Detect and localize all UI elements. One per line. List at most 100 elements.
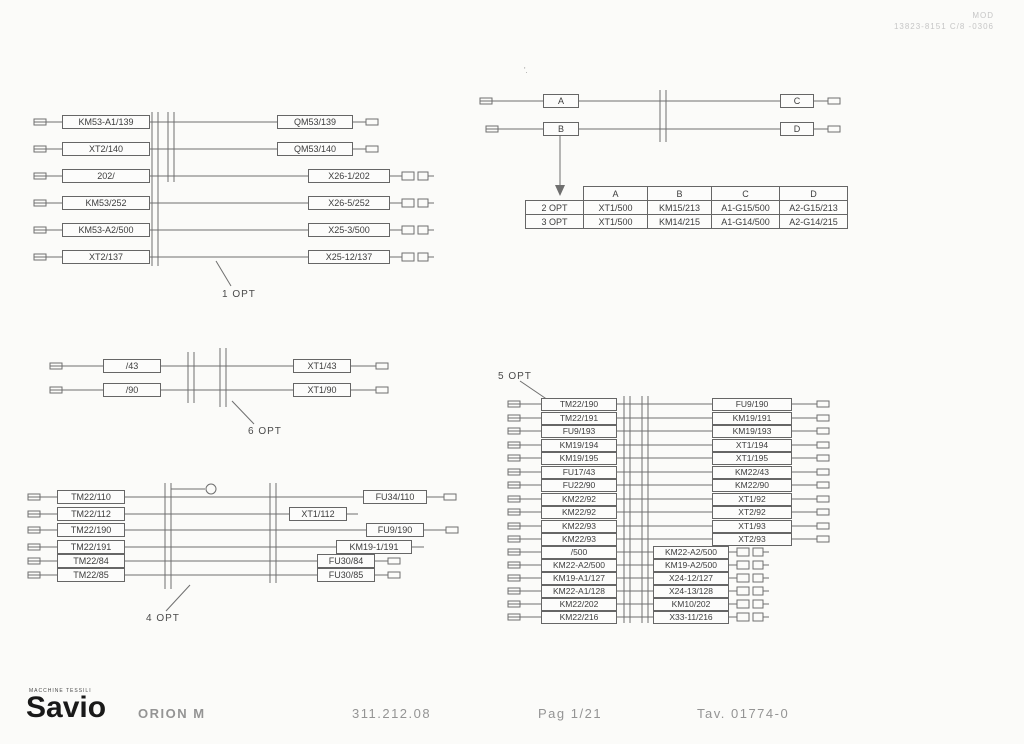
opt-table: A B C D 2 OPT XT1/500 KM15/213 A1-G15/50… bbox=[525, 186, 848, 229]
wire-label: TM22/112 bbox=[57, 507, 125, 521]
wire-label: /43 bbox=[103, 359, 161, 373]
wire-label: FU9/190 bbox=[712, 398, 792, 411]
wire-label: XT1/92 bbox=[712, 493, 792, 506]
wire-label: C bbox=[780, 94, 814, 108]
wire-label: KM22-A1/128 bbox=[541, 585, 617, 598]
wire-label: KM19/193 bbox=[712, 425, 792, 438]
wire-label: FU9/193 bbox=[541, 425, 617, 438]
wire-label: X26-1/202 bbox=[308, 169, 390, 183]
wire-label: FU9/190 bbox=[366, 523, 424, 537]
wire-label: XT1/195 bbox=[712, 452, 792, 465]
wire-label: XT2/92 bbox=[712, 506, 792, 519]
wire-label: XT1/43 bbox=[293, 359, 351, 373]
wire-label: TM22/190 bbox=[541, 398, 617, 411]
table-header-cell: C bbox=[711, 186, 780, 201]
logo-subtext: MACCHINE TESSILI bbox=[29, 688, 92, 694]
wire-label: TM22/191 bbox=[57, 540, 125, 554]
opt-table-header-row: A B C D bbox=[526, 186, 848, 201]
table-row-label: 3 OPT bbox=[525, 214, 584, 229]
wire-label: KM19-A1/127 bbox=[541, 572, 617, 585]
wire-label: QM53/139 bbox=[277, 115, 353, 129]
wire-label: KM19-A2/500 bbox=[653, 559, 729, 572]
table-cell: A1-G15/500 bbox=[711, 200, 780, 215]
wire-label: XT1/90 bbox=[293, 383, 351, 397]
wire-label: FU30/84 bbox=[317, 554, 375, 568]
savio-logo: MACCHINE TESSILI Savio bbox=[26, 688, 107, 724]
wire-label: QM53/140 bbox=[277, 142, 353, 156]
wire-label: KM53-A2/500 bbox=[62, 223, 150, 237]
opt-1-label: 1 OPT bbox=[222, 289, 256, 300]
opt-5-label: 5 OPT bbox=[498, 371, 532, 382]
wire-label: XT2/93 bbox=[712, 533, 792, 546]
wire-label: /90 bbox=[103, 383, 161, 397]
wire-label: KM19-1/191 bbox=[336, 540, 412, 554]
table-cell: XT1/500 bbox=[583, 214, 648, 229]
wire-label: TM22/191 bbox=[541, 412, 617, 425]
wire-label: KM22/43 bbox=[712, 466, 792, 479]
scan-noise-mark: '. bbox=[524, 66, 528, 75]
wire-label: KM22-A2/500 bbox=[653, 546, 729, 559]
wire-label: X33-11/216 bbox=[653, 611, 729, 624]
wire-label: KM22/93 bbox=[541, 533, 617, 546]
table-header-cell: B bbox=[647, 186, 712, 201]
table-header-cell: D bbox=[779, 186, 848, 201]
wire-label: /500 bbox=[541, 546, 617, 559]
wire-label: FU17/43 bbox=[541, 466, 617, 479]
wire-label: TM22/190 bbox=[57, 523, 125, 537]
table-cell: A2-G15/213 bbox=[779, 200, 848, 215]
table-cell: A1-G14/500 bbox=[711, 214, 780, 229]
table-cell: XT1/500 bbox=[583, 200, 648, 215]
wire-label: X24-13/128 bbox=[653, 585, 729, 598]
table-cell-blank bbox=[526, 187, 584, 201]
opt-6-label: 6 OPT bbox=[248, 426, 282, 437]
wire-label: XT1/93 bbox=[712, 520, 792, 533]
stamp-line1: MOD bbox=[972, 11, 994, 20]
wire-label: B bbox=[543, 122, 579, 136]
table-cell: KM14/215 bbox=[647, 214, 712, 229]
wire-label: FU30/85 bbox=[317, 568, 375, 582]
opt-table-row: 3 OPT XT1/500 KM14/215 A1-G14/500 A2-G14… bbox=[525, 214, 848, 229]
wire-label: KM19/191 bbox=[712, 412, 792, 425]
wire-label: 202/ bbox=[62, 169, 150, 183]
wire-label: X25-12/137 bbox=[308, 250, 390, 264]
wire-label: XT2/140 bbox=[62, 142, 150, 156]
wire-label: KM22-A2/500 bbox=[541, 559, 617, 572]
wire-label: KM10/202 bbox=[653, 598, 729, 611]
wire-label: KM22/202 bbox=[541, 598, 617, 611]
wire-label: X24-12/127 bbox=[653, 572, 729, 585]
wire-label: FU34/110 bbox=[363, 490, 427, 504]
table-cell: KM15/213 bbox=[647, 200, 712, 215]
wire-label: FU22/90 bbox=[541, 479, 617, 492]
wire-label: KM53-A1/139 bbox=[62, 115, 150, 129]
wire-label: A bbox=[543, 94, 579, 108]
wire-label: XT1/112 bbox=[289, 507, 347, 521]
model-name: ORION M bbox=[138, 706, 206, 721]
stamp-line2: 13823-8151 C/8 -0306 bbox=[893, 22, 994, 31]
wire-label: TM22/85 bbox=[57, 568, 125, 582]
wire-label: TM22/84 bbox=[57, 554, 125, 568]
wire-label: KM22/90 bbox=[712, 479, 792, 492]
wire-label: KM22/216 bbox=[541, 611, 617, 624]
wire-label: X26-5/252 bbox=[308, 196, 390, 210]
wire-label: KM53/252 bbox=[62, 196, 150, 210]
wire-label: TM22/110 bbox=[57, 490, 125, 504]
opt-table-row: 2 OPT XT1/500 KM15/213 A1-G15/500 A2-G15… bbox=[525, 200, 848, 215]
wire-label: KM22/92 bbox=[541, 493, 617, 506]
drawing-number: 311.212.08 bbox=[352, 706, 432, 721]
brand-name: Savio bbox=[26, 691, 107, 724]
table-cell: A2-G14/215 bbox=[779, 214, 848, 229]
opt-4-label: 4 OPT bbox=[146, 613, 180, 624]
corner-stamp: MOD 13823-8151 C/8 -0306 bbox=[894, 10, 994, 32]
table-number: Tav. 01774-0 bbox=[697, 706, 790, 721]
wire-label: XT1/194 bbox=[712, 439, 792, 452]
page-number: Pag 1/21 bbox=[538, 706, 603, 721]
wire-label: KM19/194 bbox=[541, 439, 617, 452]
wire-label: XT2/137 bbox=[62, 250, 150, 264]
wire-label: KM22/93 bbox=[541, 520, 617, 533]
wire-label: X25-3/500 bbox=[308, 223, 390, 237]
wire-label: D bbox=[780, 122, 814, 136]
wire-label: KM22/92 bbox=[541, 506, 617, 519]
table-row-label: 2 OPT bbox=[525, 200, 584, 215]
wire-label: KM19/195 bbox=[541, 452, 617, 465]
